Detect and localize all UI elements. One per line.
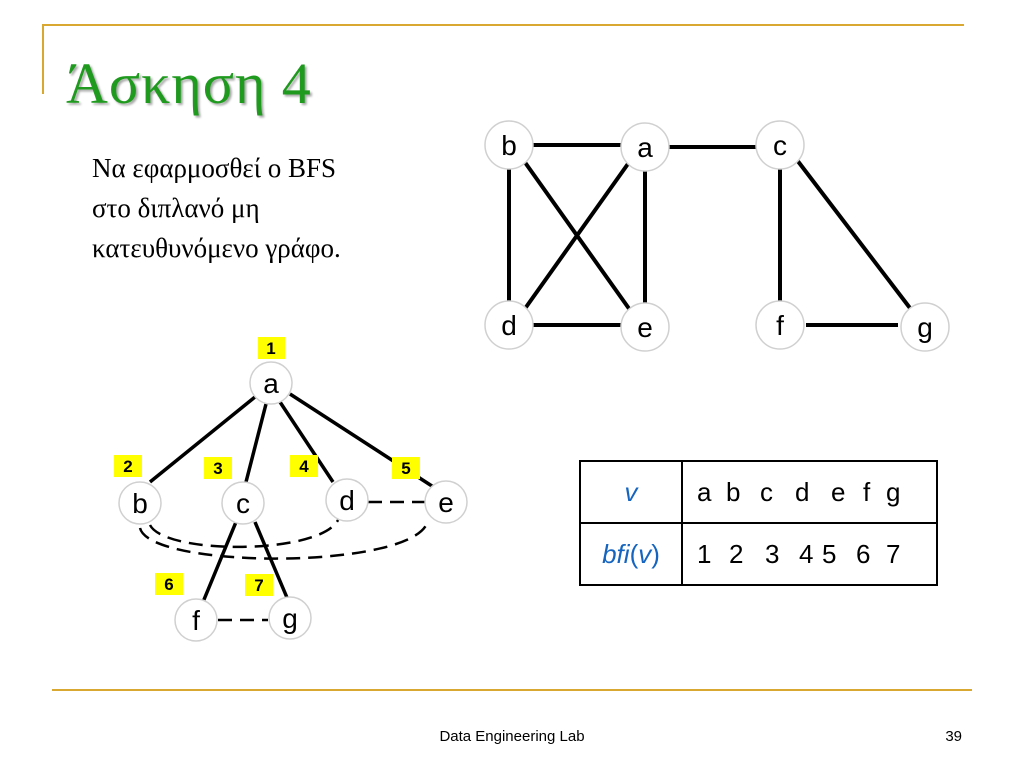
table-node-c: c	[760, 476, 773, 507]
page-number: 39	[945, 728, 962, 745]
order-badge-d: 4	[290, 455, 318, 477]
tree-node-d: d	[325, 478, 369, 522]
table-header-bfi-arg: v	[638, 538, 652, 569]
table-value-4: 4	[799, 538, 814, 569]
graph-node-e-label: e	[637, 312, 653, 343]
table-value-5: 5	[822, 538, 837, 569]
non-tree-edge-b-e	[138, 519, 430, 560]
tree-node-c: c	[221, 481, 265, 525]
left-rule	[42, 24, 44, 94]
tree-edge-a-b	[148, 395, 257, 484]
graph-node-b: b	[484, 120, 534, 170]
order-badge-a: 1	[258, 337, 285, 359]
tree-edge-a-c	[244, 403, 268, 483]
order-badge-c-label: 3	[213, 459, 222, 478]
graph-node-d-label: d	[501, 310, 517, 341]
table-header-bfi: bfi(v)	[579, 522, 683, 586]
graph-node-b-label: b	[501, 130, 517, 161]
table-value-3: 3	[765, 538, 780, 569]
tree-node-e-label: e	[438, 487, 454, 518]
bfs-tree-nodes: a b c d e f g	[118, 361, 468, 642]
description-line-3: κατευθυνόμενο γράφο.	[92, 233, 341, 263]
order-badge-f: 6	[155, 573, 183, 595]
table-node-f: f	[863, 476, 871, 507]
tree-node-e: e	[424, 480, 468, 524]
bfs-tree-edges	[148, 392, 436, 603]
table-value-1: 1	[697, 538, 712, 569]
order-badge-e-label: 5	[401, 459, 410, 478]
tree-node-c-label: c	[236, 488, 250, 519]
graph-node-f: f	[755, 300, 805, 350]
graph-edge-a-d	[522, 159, 632, 312]
tree-edge-c-g	[253, 521, 290, 601]
table-node-g: g	[886, 476, 901, 507]
order-badge-d-label: 4	[299, 457, 309, 476]
graph-node-c-label: c	[773, 130, 787, 161]
bfs-order-badges: 1 2 3 4 5 6 7	[114, 337, 420, 596]
original-graph	[507, 143, 915, 327]
order-badge-g-label: 7	[254, 576, 263, 595]
table-value-7: 7	[886, 538, 901, 569]
table-value-2: 2	[729, 538, 744, 569]
original-graph-nodes: b a c d e f g	[484, 120, 950, 352]
order-badge-b-label: 2	[123, 457, 132, 476]
tree-node-g-label: g	[282, 603, 298, 634]
table-node-e: e	[831, 476, 846, 507]
table-header-v: v	[579, 460, 683, 524]
footer-text: Data Engineering Lab	[439, 728, 585, 745]
tree-node-g: g	[268, 596, 312, 640]
graph-node-d: d	[484, 300, 534, 350]
slide-title: Άσκηση 4	[66, 51, 312, 116]
table-value-6: 6	[856, 538, 871, 569]
order-badge-g: 7	[245, 574, 273, 596]
description-line-1: Να εφαρμοσθεί ο BFS	[92, 153, 337, 183]
non-tree-edge-b-d	[148, 519, 340, 549]
table-header-bfi-open: (	[629, 538, 639, 569]
graph-node-c: c	[755, 120, 805, 170]
order-badge-c: 3	[204, 457, 232, 479]
tree-edge-c-f	[201, 521, 238, 603]
graph-node-a: a	[620, 122, 670, 172]
order-badge-a-label: 1	[266, 339, 275, 358]
graph-node-a-label: a	[637, 132, 653, 163]
order-badge-b: 2	[114, 455, 142, 477]
tree-node-b-label: b	[132, 488, 148, 519]
exercise-description: Να εφαρμοσθεί ο BFS στο διπλανό μη κατευ…	[92, 148, 341, 268]
graph-node-g: g	[900, 302, 950, 352]
top-rule	[42, 24, 964, 26]
table-node-d: d	[795, 476, 810, 507]
table-node-a: a	[697, 476, 712, 507]
table-node-b: b	[726, 476, 741, 507]
table-header-bfi-fn: bfi	[602, 538, 630, 569]
tree-node-f: f	[174, 598, 218, 642]
graph-node-g-label: g	[917, 312, 933, 343]
tree-node-a-label: a	[263, 368, 279, 399]
tree-node-a: a	[249, 361, 293, 405]
tree-node-f-label: f	[192, 605, 200, 636]
bfs-non-tree-edges	[138, 500, 430, 622]
tree-edge-a-d	[278, 401, 335, 483]
order-badge-e: 5	[392, 457, 420, 479]
tree-node-b: b	[118, 481, 162, 525]
footer-rule	[52, 689, 972, 691]
order-badge-f-label: 6	[164, 575, 173, 594]
description-line-2: στο διπλανό μη	[92, 193, 260, 223]
graph-edge-c-g	[795, 158, 915, 314]
graph-node-e: e	[620, 302, 670, 352]
table-header-bfi-close: )	[651, 538, 660, 569]
graph-node-f-label: f	[776, 310, 784, 341]
tree-node-d-label: d	[339, 485, 355, 516]
